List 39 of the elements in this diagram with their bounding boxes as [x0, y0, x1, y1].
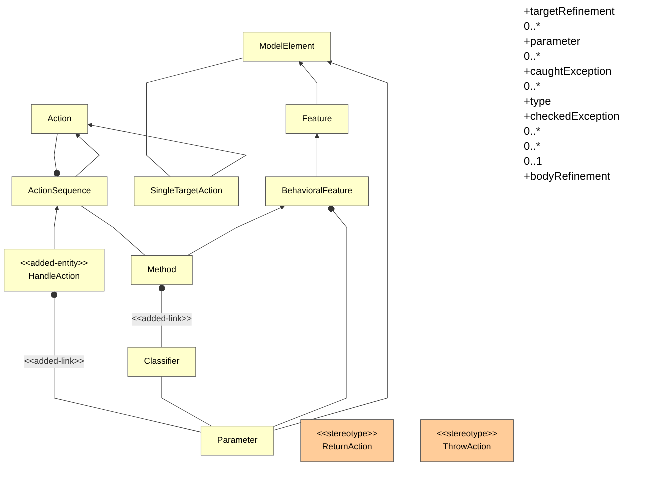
node-box: ModelElement [243, 32, 332, 62]
edge-label: <<added-link>> [132, 314, 192, 324]
role-label: +caughtException [524, 66, 613, 78]
role-label: +bodyRefinement [524, 171, 612, 183]
arrow [187, 206, 286, 256]
role-label: 0..1 [524, 156, 544, 168]
role-label: 0..* [524, 141, 542, 153]
connector [274, 206, 348, 428]
role-label: 0..* [524, 21, 542, 33]
role-label: 0..* [524, 51, 542, 63]
edge-label: <<added-link>> [24, 358, 84, 367]
arrow [88, 124, 248, 178]
node-box: Method [131, 256, 193, 286]
node-box: ActionSequence [12, 177, 108, 207]
arrow [274, 61, 388, 432]
connector [81, 206, 146, 256]
arrow [76, 134, 100, 178]
node-box: Action [31, 104, 88, 134]
node-box: Feature [286, 104, 349, 134]
connector [162, 376, 212, 427]
node-box: <<added-entity>> HandleAction [4, 249, 105, 292]
node-box: Classifier [128, 348, 196, 378]
role-label: 0..* [524, 126, 542, 138]
role-label: +parameter [524, 36, 582, 48]
node-box: Parameter [200, 426, 274, 456]
arrow [54, 206, 60, 250]
node-box: SingleTargetAction [134, 177, 240, 207]
arrow [314, 134, 320, 178]
role-label: +checkedException [524, 111, 621, 123]
arrow [299, 62, 318, 106]
role-label: 0..* [524, 81, 542, 93]
role-label: +targetRefinement [524, 6, 616, 18]
connector [51, 291, 202, 434]
node-box: <<stereotype>> ReturnAction [300, 420, 394, 463]
connector [146, 58, 244, 178]
connector [54, 134, 60, 178]
role-label: +type [524, 96, 552, 108]
node-box: <<stereotype>> ThrowAction [420, 420, 514, 463]
node-box: BehavioralFeature [266, 177, 369, 207]
